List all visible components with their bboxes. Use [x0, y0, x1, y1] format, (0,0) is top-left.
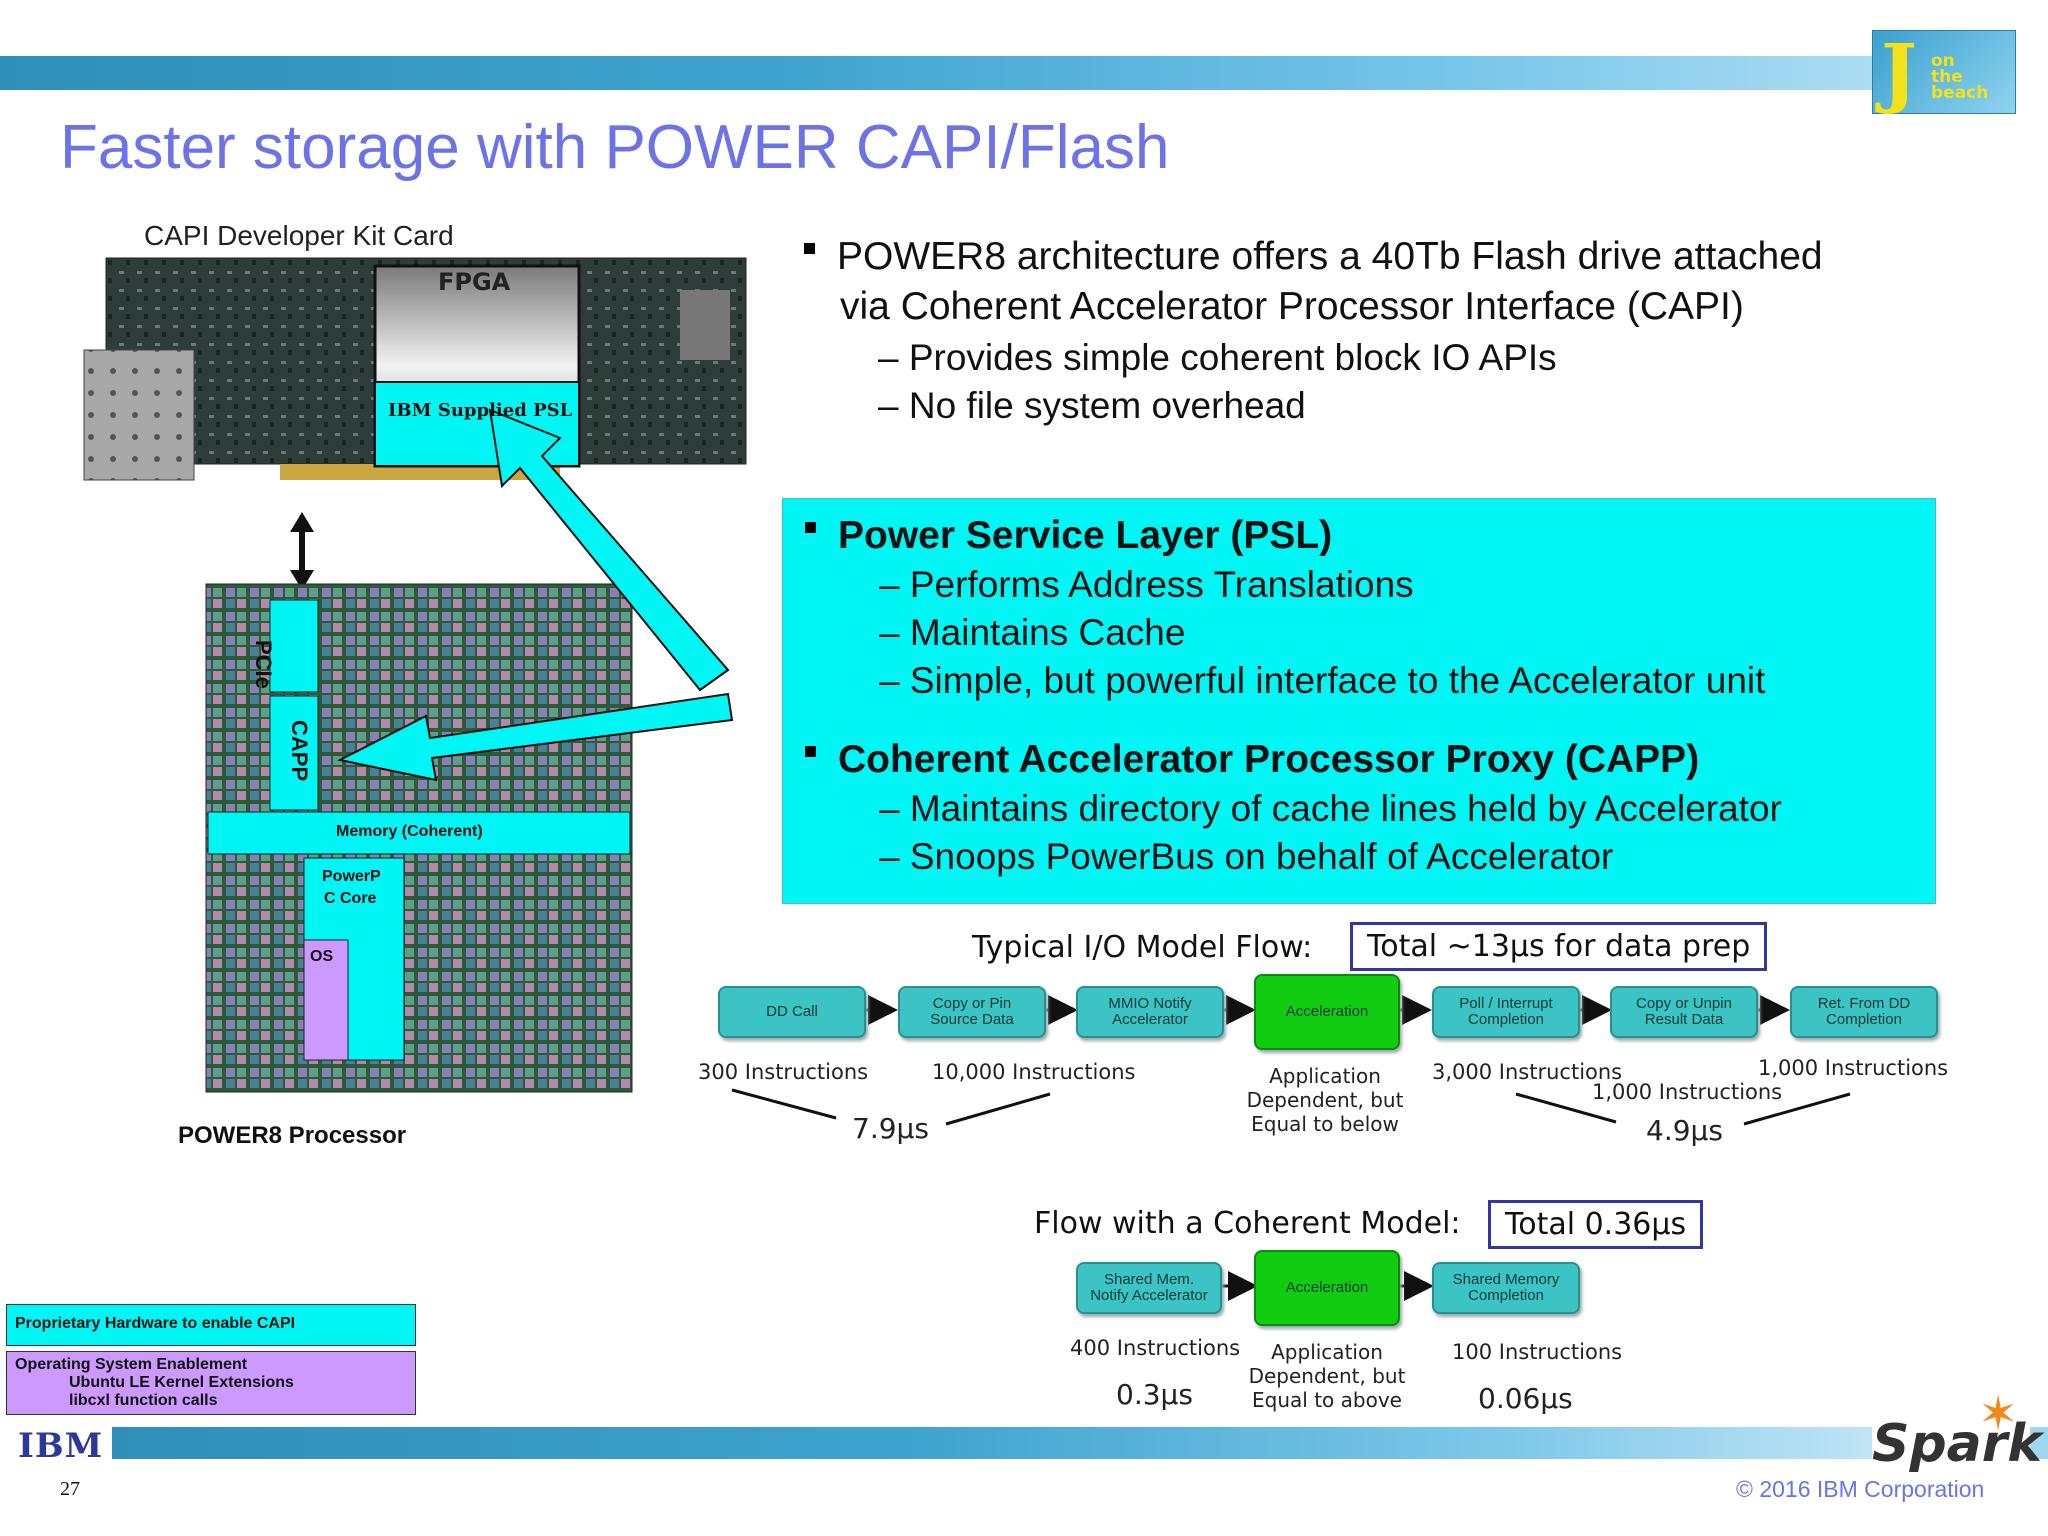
node-dd-call: DD Call [718, 986, 866, 1038]
sub-psl-1: – Performs Address Translations [879, 564, 1414, 605]
io-time-right: 4.9µs [1646, 1114, 1723, 1147]
coherent-flow-header: Flow with a Coherent Model: [1034, 1206, 1461, 1241]
capi-hardware-figure [83, 257, 747, 1093]
io-label-3000: 3,000 Instructions [1432, 1060, 1623, 1084]
io-label-10000: 10,000 Instructions [932, 1060, 1136, 1084]
fpga-label: FPGA [438, 268, 511, 296]
pcie-block [269, 599, 319, 693]
bullet-capp: Coherent Accelerator Processor Proxy (CA… [805, 735, 1699, 785]
sub-psl-2: – Maintains Cache [879, 612, 1186, 653]
slide-title: Faster storage with POWER CAPI/Flash [60, 113, 1170, 182]
page-number: 27 [60, 1478, 80, 1500]
legend-hardware: Proprietary Hardware to enable CAPI [6, 1304, 416, 1346]
coherent-flow-total: Total 0.36µs [1488, 1200, 1704, 1249]
io-label-1000-b: 1,000 Instructions [1758, 1056, 1949, 1080]
node-coherent-acceleration: Acceleration [1254, 1250, 1400, 1326]
top-banner-bar [0, 56, 1948, 90]
io-flow-total: Total ~13µs for data prep [1350, 922, 1768, 971]
sfp-cage [83, 349, 195, 481]
bottom-banner-end [2030, 1427, 2048, 1459]
memory-block [207, 811, 631, 855]
io-flow-header: Typical I/O Model Flow: [972, 930, 1313, 965]
psl-chip-label: IBM Supplied PSL [388, 400, 573, 421]
card-caption: CAPI Developer Kit Card [144, 220, 454, 251]
memory-label: Memory (Coherent) [336, 823, 483, 840]
bullet-power8: POWER8 architecture offers a 40Tb Flash … [804, 232, 1823, 282]
bottom-banner-bar [112, 1427, 1872, 1459]
sub-bullet-apis: – Provides simple coherent block IO APIs [878, 337, 1557, 378]
coherent-label-400: 400 Instructions [1070, 1336, 1241, 1360]
capp-block [269, 695, 319, 811]
processor-caption: POWER8 Processor [178, 1122, 407, 1149]
arrow-to-capp [337, 692, 734, 782]
sub-capp-1: – Maintains directory of cache lines hel… [879, 788, 1782, 829]
io-label-1000-a: 1,000 Instructions [1592, 1080, 1783, 1104]
conference-logo: J on the beach [1872, 30, 2016, 114]
arrow-to-psl [488, 408, 730, 692]
coherent-time-right: 0.06µs [1478, 1382, 1573, 1415]
spark-logo: Spark [1872, 1414, 2042, 1474]
node-acceleration: Acceleration [1254, 974, 1400, 1050]
os-block [303, 939, 349, 1061]
pcie-label: PCIe [251, 640, 276, 689]
legend-os: Operating System Enablement Ubuntu LE Ke… [6, 1351, 416, 1415]
psl-capp-box: Power Service Layer (PSL) – Performs Add… [782, 498, 1936, 904]
sub-bullet-overhead: – No file system overhead [878, 385, 1306, 426]
copyright: © 2016 IBM Corporation [1736, 1476, 1985, 1502]
node-shared-mem-notify: Shared Mem.Notify Accelerator [1076, 1262, 1222, 1314]
coherent-flow-arrows [1220, 1271, 1434, 1301]
io-flow-arrows [731, 995, 1851, 1126]
io-label-300: 300 Instructions [698, 1060, 869, 1084]
pcie-edge-connector [280, 464, 560, 480]
coherent-label-100: 100 Instructions [1452, 1340, 1623, 1364]
sub-psl-3: – Simple, but powerful interface to the … [879, 660, 1766, 701]
os-label: OS [310, 948, 334, 965]
bullet-psl: Power Service Layer (PSL) [805, 511, 1332, 561]
bullet-power8-cont: via Coherent Accelerator Processor Inter… [840, 285, 1744, 328]
capp-label: CAPP [287, 720, 312, 782]
psl-chip [374, 381, 580, 467]
core-label-line2: C Core [324, 890, 377, 907]
core-label-line1: PowerP [322, 868, 381, 885]
bullet-marker [804, 243, 815, 255]
sub-capp-2: – Snoops PowerBus on behalf of Accelerat… [879, 836, 1614, 877]
coherent-time-left: 0.3µs [1116, 1378, 1193, 1411]
spark-star-icon: ✶ [1978, 1388, 2019, 1441]
ibm-logo: IBM [18, 1426, 104, 1466]
io-time-left: 7.9µs [852, 1112, 929, 1145]
